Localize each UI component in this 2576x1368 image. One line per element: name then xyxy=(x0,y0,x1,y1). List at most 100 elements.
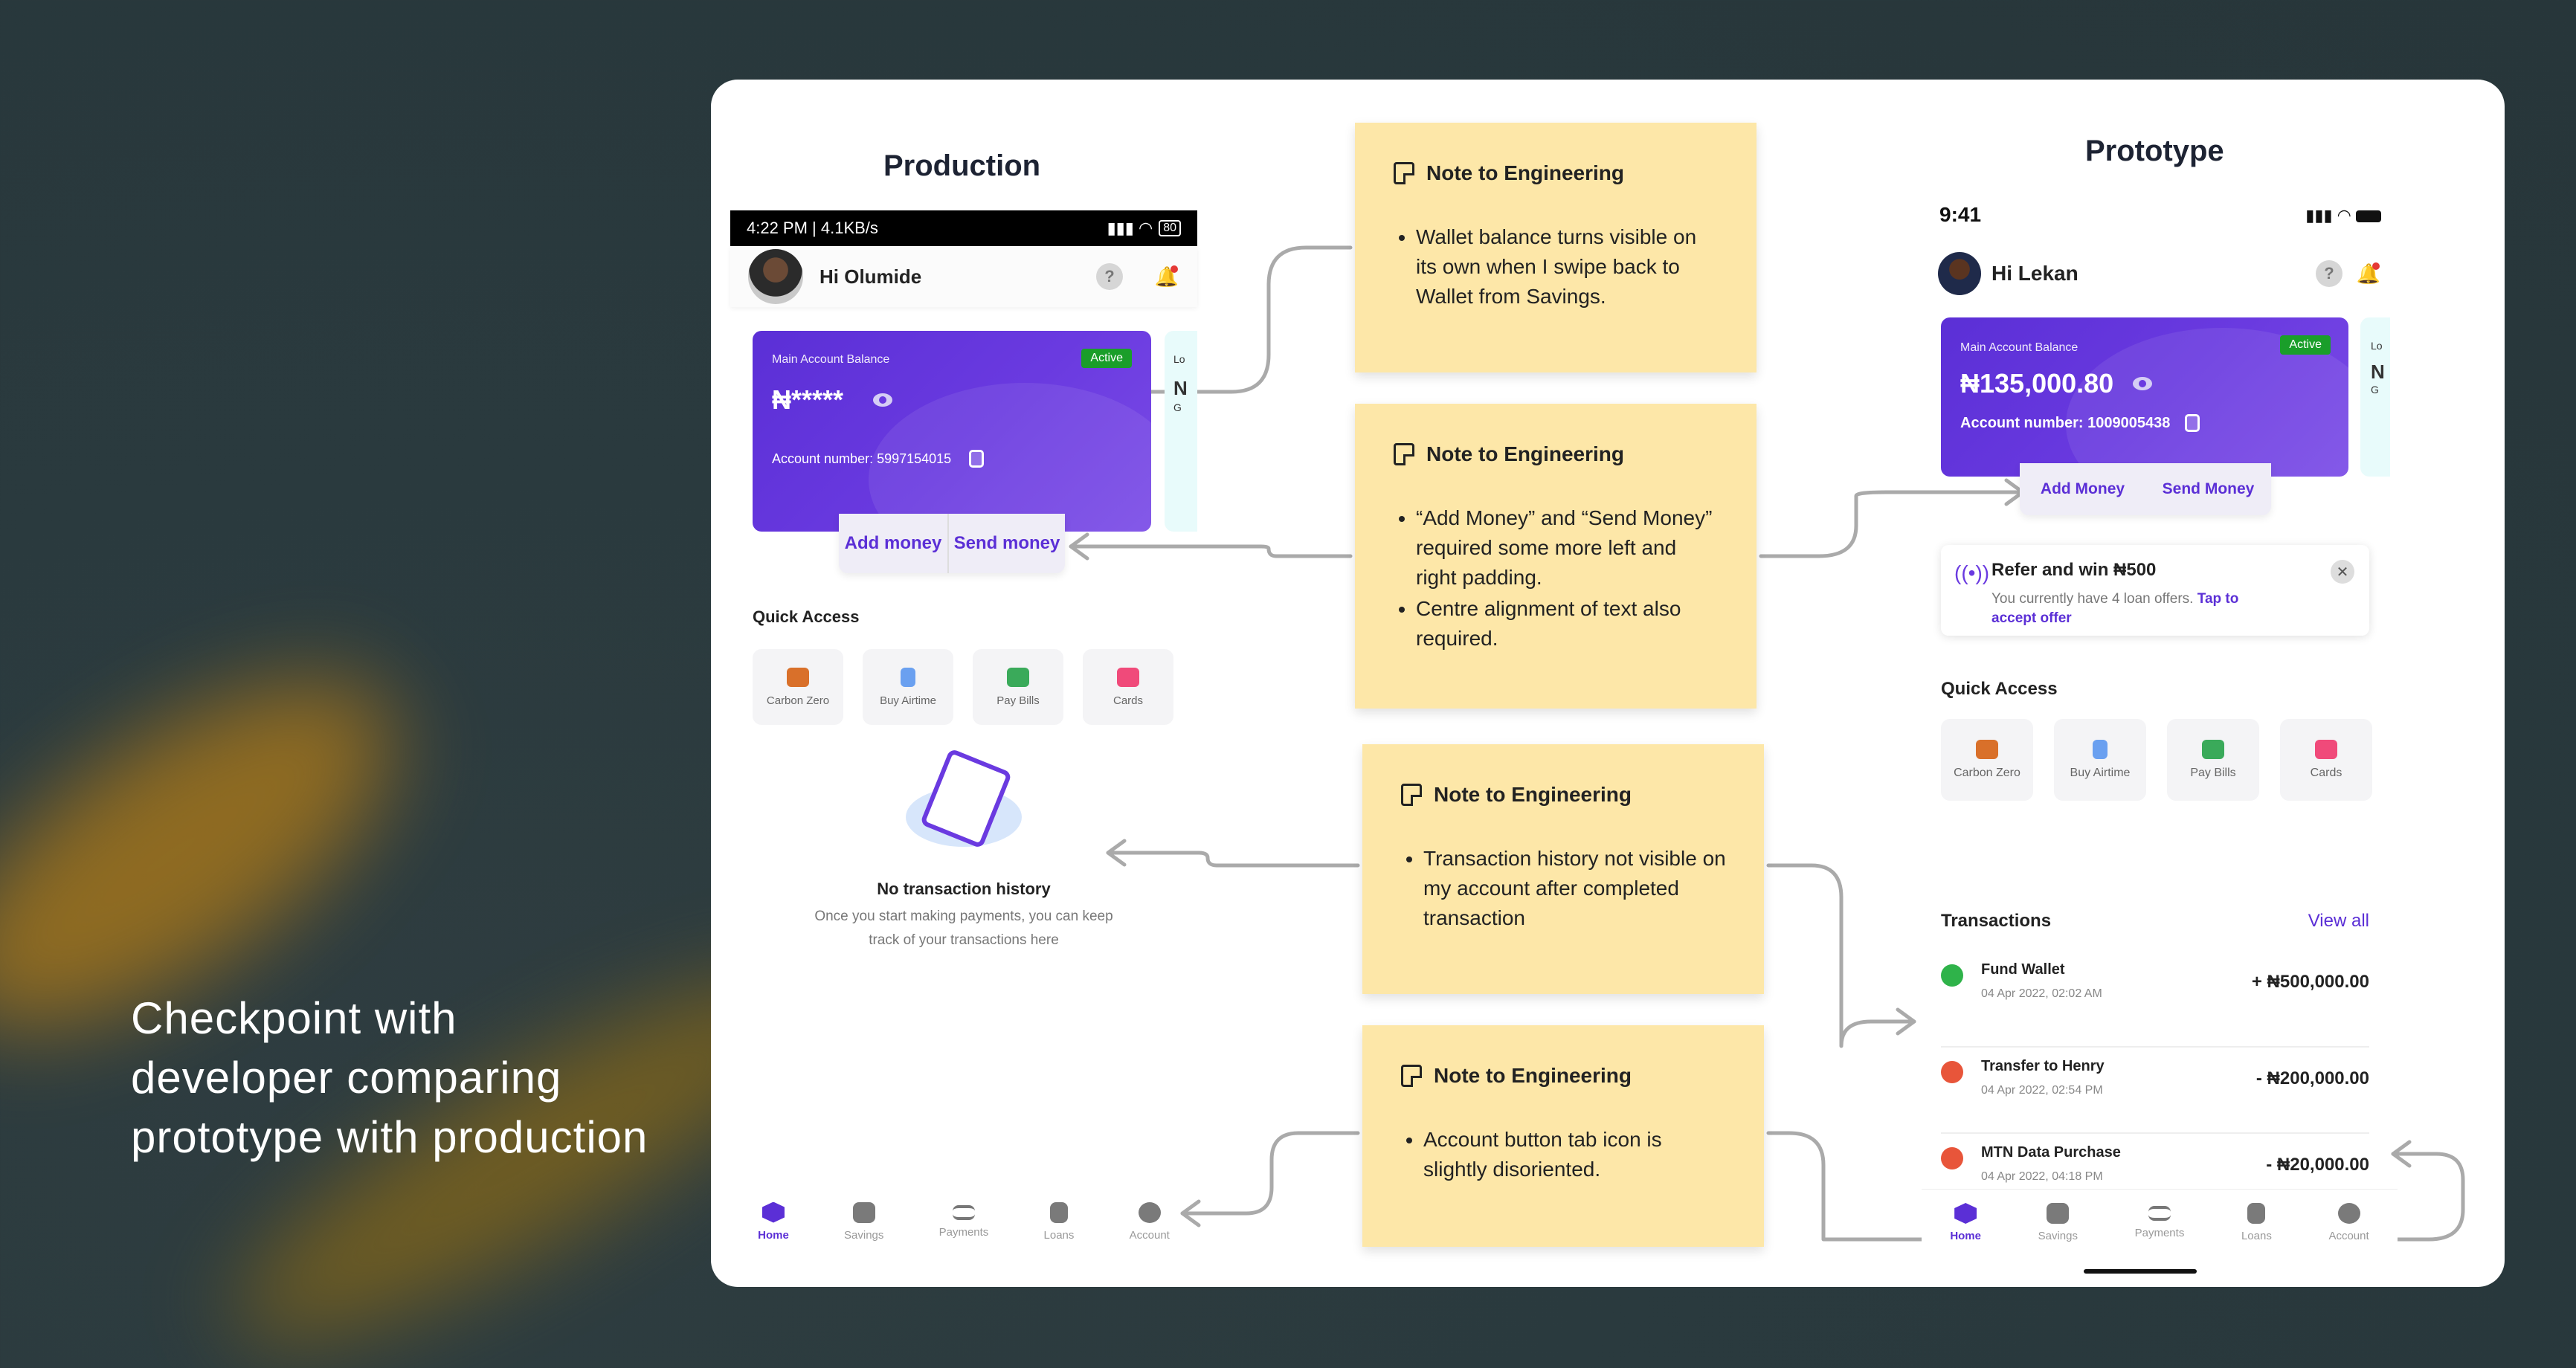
view-all-link[interactable]: View all xyxy=(2308,911,2369,931)
status-badge: Active xyxy=(1081,349,1132,368)
note-icon xyxy=(1401,784,1422,806)
peek-sub: G xyxy=(2371,384,2379,396)
nav-label: Payments xyxy=(2134,1227,2185,1239)
send-money-button[interactable]: Send money xyxy=(953,533,1060,553)
payments-icon xyxy=(952,1204,975,1220)
nav-payments[interactable]: Payments xyxy=(2134,1206,2185,1239)
avatar[interactable] xyxy=(748,249,803,304)
nav-account[interactable]: Account xyxy=(1129,1201,1170,1242)
note-icon xyxy=(1401,1065,1422,1087)
pay-bills-tile[interactable]: Pay Bills xyxy=(2167,719,2259,801)
nav-payments[interactable]: Payments xyxy=(939,1204,988,1239)
avatar[interactable] xyxy=(1938,252,1981,295)
nav-label: Account xyxy=(1129,1228,1170,1242)
loans-icon xyxy=(2247,1203,2266,1224)
nav-label: Account xyxy=(2328,1230,2369,1242)
status-time: 9:41 xyxy=(1939,203,1982,226)
prototype-phone: 9:41 ▮▮▮ ◠ Hi Lekan ? 🔔 Main Account Bal… xyxy=(1922,203,2398,1281)
nav-savings[interactable]: Savings xyxy=(844,1201,883,1242)
empty-desc-line: Once you start making payments, you can … xyxy=(814,909,1113,924)
refer-title: Refer and win ₦500 xyxy=(1991,560,2157,580)
balance-card[interactable]: Main Account Balance Active ₦***** Accou… xyxy=(753,331,1151,532)
quick-access-grid: Carbon Zero Buy Airtime Pay Bills Cards xyxy=(753,649,1173,725)
add-money-button[interactable]: Add money xyxy=(839,514,949,573)
note-item: Account button tab icon is slightly diso… xyxy=(1423,1125,1730,1184)
refer-link[interactable]: Tap to xyxy=(2197,591,2239,607)
copy-icon[interactable] xyxy=(2185,414,2200,432)
card-icon xyxy=(2315,740,2337,759)
buy-airtime-tile[interactable]: Buy Airtime xyxy=(863,649,953,725)
nav-account[interactable]: Account xyxy=(2328,1203,2369,1242)
tx-amount: - ₦200,000.00 xyxy=(2255,1068,2369,1088)
note-item: Transaction history not visible on my ac… xyxy=(1423,844,1730,933)
arrow-out-icon xyxy=(1941,1061,1963,1083)
eye-icon[interactable] xyxy=(873,393,893,407)
greeting: Hi Lekan xyxy=(1991,262,2078,285)
cards-tile[interactable]: Cards xyxy=(2280,719,2372,801)
add-money-button[interactable]: Add Money xyxy=(2040,480,2125,497)
help-icon[interactable]: ? xyxy=(1096,263,1123,290)
buy-airtime-tile[interactable]: Buy Airtime xyxy=(2054,719,2146,801)
nav-home[interactable]: Home xyxy=(758,1201,789,1242)
nav-home[interactable]: Home xyxy=(1950,1203,1981,1242)
note-card: Note to Engineering Transaction history … xyxy=(1362,744,1764,994)
phone-icon xyxy=(2093,740,2108,759)
pay-bills-tile[interactable]: Pay Bills xyxy=(973,649,1063,725)
empty-state-desc: Once you start making payments, you can … xyxy=(730,905,1197,952)
carbon-zero-tile[interactable]: Carbon Zero xyxy=(753,649,843,725)
production-phone: 4:22 PM | 4.1KB/s ▮▮▮ ◠ 80 Hi Olumide ? … xyxy=(730,210,1197,1266)
quick-access-title: Quick Access xyxy=(1941,679,2058,699)
cart-icon xyxy=(787,667,809,687)
tx-amount: + ₦500,000.00 xyxy=(2251,972,2369,992)
savings-icon xyxy=(2047,1203,2070,1224)
caption: Checkpoint with developer comparing prot… xyxy=(131,993,648,1162)
status-time: 4:22 PM | 4.1KB/s xyxy=(747,219,878,237)
nav-savings[interactable]: Savings xyxy=(2038,1203,2078,1242)
bell-icon[interactable]: 🔔 xyxy=(2356,262,2381,285)
table-row[interactable]: MTN Data Purchase 04 Apr 2022, 04:18 PM … xyxy=(1941,1134,2369,1193)
balance-value: ₦135,000.80 xyxy=(1960,368,2114,399)
close-icon[interactable]: ✕ xyxy=(2331,560,2354,584)
status-icons: ▮▮▮ ◠ xyxy=(2305,206,2381,225)
bottom-nav: Home Savings Payments Loans Account xyxy=(1922,1189,2398,1256)
wifi-icon xyxy=(1007,667,1029,687)
peek-label: Lo xyxy=(1173,353,1185,365)
nav-loans[interactable]: Loans xyxy=(2241,1203,2272,1242)
refer-banner[interactable]: ((•)) Refer and win ₦500 You currently h… xyxy=(1941,545,2369,636)
clipboard-illustration xyxy=(906,748,1022,849)
nav-label: Home xyxy=(758,1228,789,1242)
status-badge: Active xyxy=(2280,335,2331,355)
comparison-board: Production 4:22 PM | 4.1KB/s ▮▮▮ ◠ 80 Hi… xyxy=(711,80,2505,1287)
refer-desc: You currently have 4 loan offers. Tap to… xyxy=(1991,590,2319,628)
card-actions: Add Money Send Money xyxy=(2020,463,2271,515)
table-row[interactable]: Fund Wallet 04 Apr 2022, 02:02 AM + ₦500… xyxy=(1941,961,2369,1048)
quick-access-title: Quick Access xyxy=(753,607,860,626)
header: Hi Lekan ? 🔔 xyxy=(1922,248,2398,300)
bell-icon[interactable]: 🔔 xyxy=(1154,265,1179,288)
cards-tile[interactable]: Cards xyxy=(1083,649,1173,725)
nav-loans[interactable]: Loans xyxy=(1044,1201,1074,1242)
loans-icon xyxy=(1049,1201,1068,1223)
balance-card[interactable]: Main Account Balance Active ₦135,000.80 … xyxy=(1941,317,2348,477)
broadcast-icon: ((•)) xyxy=(1954,561,1990,584)
copy-icon[interactable] xyxy=(969,450,985,468)
home-indicator xyxy=(2084,1269,2197,1274)
carbon-zero-tile[interactable]: Carbon Zero xyxy=(1941,719,2033,801)
tx-date: 04 Apr 2022, 02:54 PM xyxy=(1981,1084,2103,1097)
send-money-button[interactable]: Send Money xyxy=(2162,480,2255,497)
refer-text: You currently have 4 loan offers. xyxy=(1991,591,2194,607)
note-icon xyxy=(1394,443,1414,465)
note-card: Note to Engineering Wallet balance turns… xyxy=(1355,123,1756,372)
help-icon[interactable]: ? xyxy=(2316,260,2342,287)
tx-name: Transfer to Henry xyxy=(1981,1058,2105,1074)
refer-link[interactable]: accept offer xyxy=(1991,610,2072,626)
note-title: Note to Engineering xyxy=(1426,442,1624,465)
eye-icon[interactable] xyxy=(2133,377,2153,390)
nav-label: Loans xyxy=(2241,1230,2272,1242)
wifi-icon xyxy=(2202,740,2224,759)
note-title: Note to Engineering xyxy=(1434,783,1632,806)
tile-label: Buy Airtime xyxy=(880,694,936,707)
home-icon xyxy=(1954,1203,1977,1224)
savings-icon xyxy=(852,1201,875,1223)
table-row[interactable]: Transfer to Henry 04 Apr 2022, 02:54 PM … xyxy=(1941,1048,2369,1134)
